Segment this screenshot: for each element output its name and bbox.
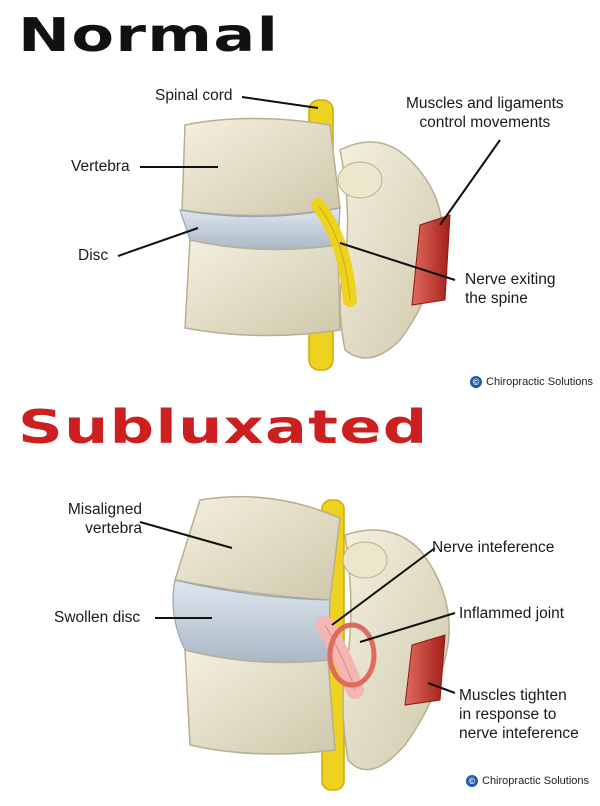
subluxated-copyright-text: Chiropractic Solutions <box>482 775 589 787</box>
label-spinal-cord: Spinal cord <box>155 87 233 104</box>
label-muscles-tighten: Muscles tighten in response to nerve int… <box>459 686 579 743</box>
copyright-icon: © <box>466 775 478 787</box>
sub-upper-vertebra-shape <box>174 495 341 601</box>
lower-vertebra-shape <box>184 239 341 337</box>
label-nerve-line1: Nerve exiting <box>465 271 556 288</box>
label-disc: Disc <box>78 247 109 264</box>
label-misaligned-line1: Misaligned <box>67 501 142 518</box>
label-muscles-tighten-line3: nerve inteference <box>459 725 579 742</box>
label-vertebra: Vertebra <box>71 158 130 175</box>
normal-copyright-text: Chiropractic Solutions <box>486 376 593 388</box>
sub-leader-joint <box>359 612 456 643</box>
label-muscles-line2: control movements <box>419 114 551 131</box>
label-nerve-interference: Nerve inteference <box>432 539 555 556</box>
normal-title: Normal <box>18 8 280 62</box>
subluxated-title: Subluxated <box>18 400 429 454</box>
leader-muscles <box>439 139 501 226</box>
label-muscles-ligaments: Muscles and ligaments control movements <box>406 94 564 132</box>
label-inflammed-joint: Inflammed joint <box>459 605 565 622</box>
normal-copyright: © Chiropractic Solutions <box>470 376 593 388</box>
sub-inflamed-joint-shape <box>327 622 377 688</box>
label-muscles-tighten-line1: Muscles tighten <box>459 687 567 704</box>
label-muscles-tighten-line2: in response to <box>459 706 557 723</box>
label-swollen-disc: Swollen disc <box>54 609 141 626</box>
normal-spine-illustration <box>117 96 501 371</box>
sub-leader-misaligned <box>139 521 233 549</box>
label-misaligned-vertebra: Misaligned vertebra <box>50 500 142 538</box>
subluxated-spine-illustration <box>139 495 456 791</box>
sub-leader-muscles <box>427 682 456 694</box>
subluxated-copyright: © Chiropractic Solutions <box>466 775 589 787</box>
label-nerve-line2: the spine <box>465 290 528 307</box>
sub-leader-nerve <box>331 547 436 626</box>
leader-nerve <box>339 242 456 281</box>
label-muscles-line1: Muscles and ligaments <box>406 95 564 112</box>
sub-muscle-shape <box>404 634 446 706</box>
copyright-icon: © <box>470 376 482 388</box>
leader-spinal-cord <box>241 96 319 109</box>
label-misaligned-line2: vertebra <box>85 520 142 537</box>
sub-lower-vertebra-shape <box>184 649 336 755</box>
muscle-ligament-shape <box>411 214 451 306</box>
label-nerve-exiting: Nerve exiting the spine <box>465 270 555 308</box>
leader-disc <box>117 227 199 257</box>
sub-upper-facet-shape <box>342 541 388 579</box>
upper-facet-shape <box>337 161 383 199</box>
